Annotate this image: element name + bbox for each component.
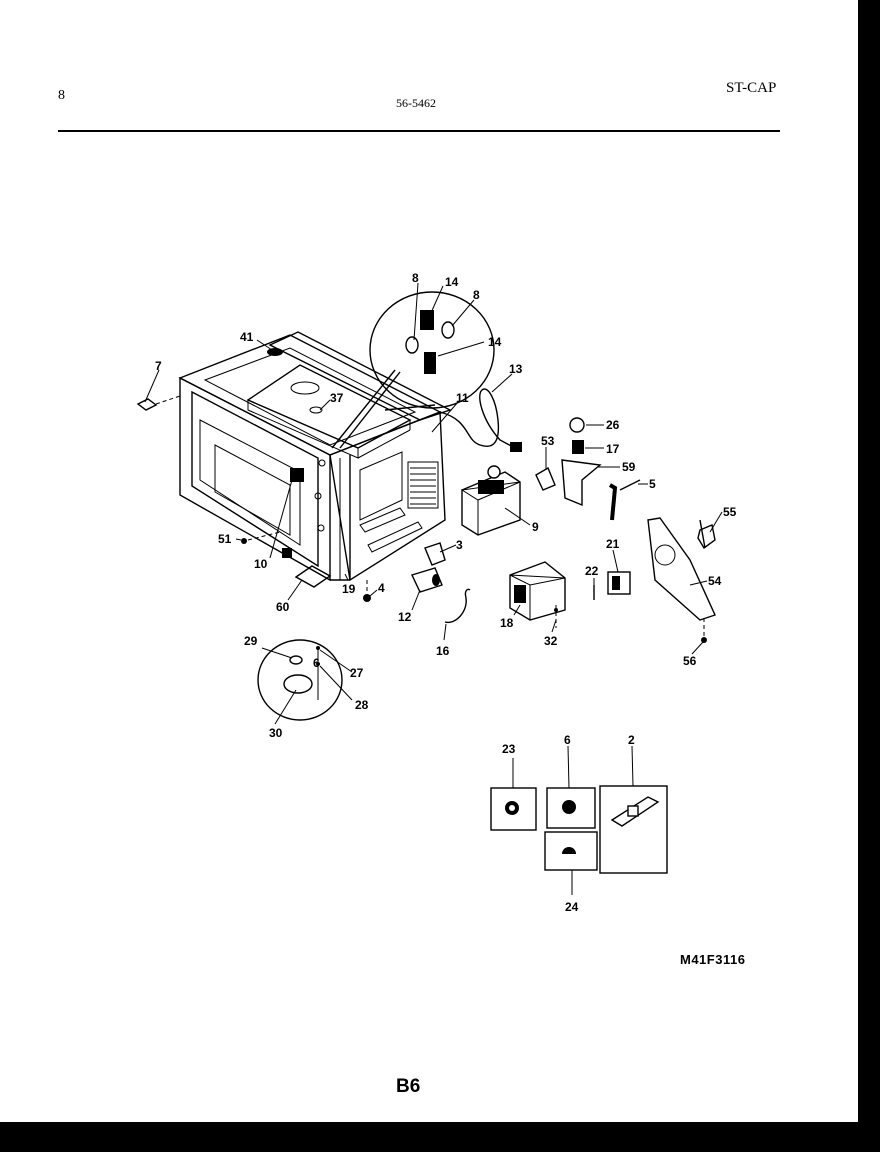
callout-60: 60	[276, 600, 290, 614]
callout-59: 59	[622, 460, 636, 474]
drawing-code: M41F3116	[680, 952, 746, 967]
callout-41: 41	[240, 330, 254, 344]
parts-diagram-page: 8 56-5462 ST-CAP	[0, 0, 858, 1122]
transformer	[509, 561, 566, 628]
callout-14: 14	[488, 335, 502, 349]
callout-37: 37	[330, 391, 344, 405]
callout-29: 29	[244, 634, 258, 648]
callout-56: 56	[683, 654, 697, 668]
magnetron	[460, 465, 521, 536]
callout-16: 16	[436, 644, 450, 658]
callout-21: 21	[606, 537, 620, 551]
callout-8: 8	[473, 288, 480, 302]
callout-14: 14	[445, 275, 459, 289]
header-left-text: 8	[58, 88, 65, 103]
callout-8: 8	[412, 271, 419, 285]
header-model-number: 56-5462	[396, 96, 436, 110]
callout-19: 19	[342, 582, 356, 596]
callout-30: 30	[269, 726, 283, 740]
callout-53: 53	[541, 434, 555, 448]
callout-22: 22	[585, 564, 599, 578]
page-number: B6	[396, 1076, 421, 1097]
callout-11: 11	[456, 391, 469, 405]
switch-inset	[369, 291, 495, 409]
callout-labels: 41 7 8 14 8 14 13 37 11 26 17 53 59 5 9 …	[155, 271, 737, 914]
thermostat-inset	[257, 639, 343, 721]
callout-12: 12	[398, 610, 412, 624]
callout-9: 9	[532, 520, 539, 534]
small-parts-right	[535, 417, 716, 643]
header-rule	[58, 130, 780, 132]
exploded-parts-diagram: 41 7 8 14 8 14 13 37 11 26 17 53 59 5 9 …	[136, 271, 737, 914]
callout-26: 26	[606, 418, 620, 432]
header-right-code: ST-CAP	[726, 80, 777, 96]
callout-6: 6	[313, 656, 320, 670]
callout-18: 18	[500, 616, 514, 630]
callout-23: 23	[502, 742, 516, 756]
callout-28: 28	[355, 698, 369, 712]
callout-13: 13	[509, 362, 523, 376]
callout-51: 51	[218, 532, 232, 546]
callout-6: 6	[564, 733, 571, 747]
callout-32: 32	[544, 634, 558, 648]
callout-5: 5	[649, 477, 656, 491]
callout-7: 7	[155, 359, 162, 373]
cabinet-drawing	[178, 331, 452, 582]
power-cord	[439, 388, 522, 452]
callout-2: 2	[628, 733, 635, 747]
callout-24: 24	[565, 900, 579, 914]
callout-55: 55	[723, 505, 737, 519]
callout-27: 27	[350, 666, 364, 680]
callout-4: 4	[378, 581, 385, 595]
leader-lines	[144, 282, 723, 895]
callout-54: 54	[708, 574, 722, 588]
callout-3: 3	[456, 538, 463, 552]
callout-17: 17	[606, 442, 620, 456]
kit-boxes	[490, 785, 668, 874]
small-parts-left	[136, 395, 471, 624]
callout-10: 10	[254, 557, 268, 571]
